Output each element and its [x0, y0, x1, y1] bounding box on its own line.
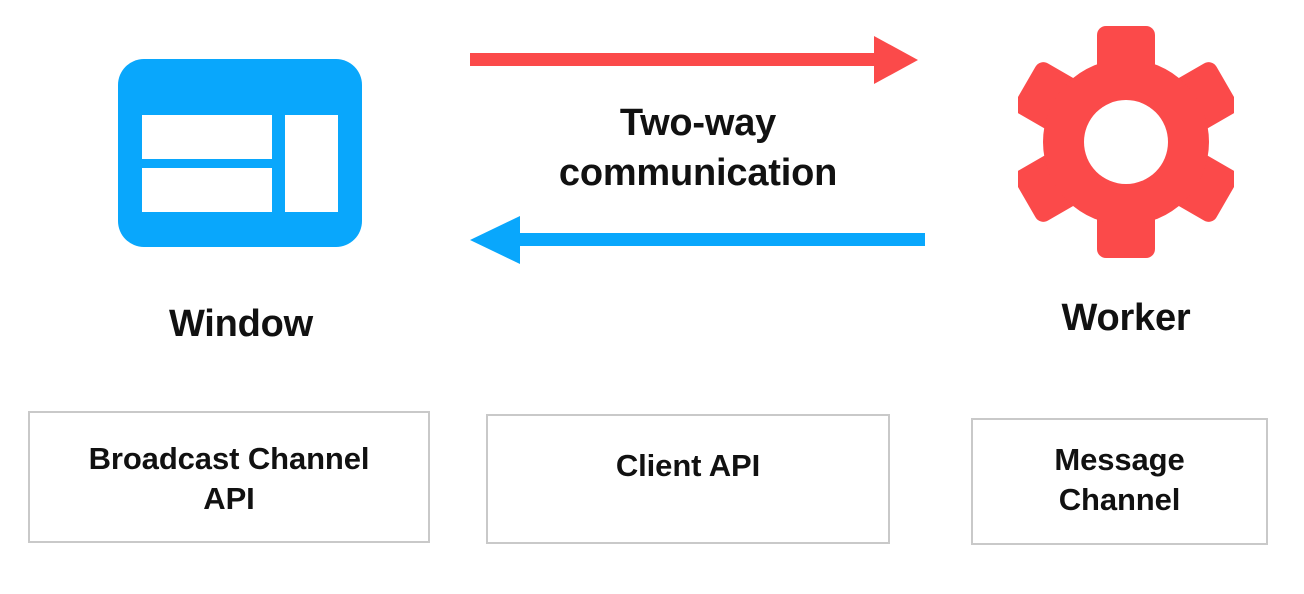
api-box-broadcast-channel-api: Broadcast Channel API	[28, 411, 430, 543]
api-box-message-channel: Message Channel	[971, 418, 1268, 545]
center-caption: Two-way communication	[470, 98, 926, 198]
api-box-label: Broadcast Channel API	[88, 441, 370, 516]
node-label-worker: Worker	[1061, 297, 1191, 339]
api-box-client-api: Client API	[486, 414, 890, 544]
caption-line-2: communication	[558, 152, 838, 195]
browser-window-icon	[118, 59, 362, 247]
node-label-window: Window	[168, 303, 314, 345]
api-box-label: Client API	[615, 448, 761, 483]
caption-line-1: Two-way	[619, 102, 777, 144]
api-box-label: Message Channel	[1054, 442, 1185, 517]
arrow-window-to-worker	[470, 36, 918, 84]
arrow-worker-to-window	[470, 216, 925, 264]
gear-icon	[1018, 26, 1234, 258]
